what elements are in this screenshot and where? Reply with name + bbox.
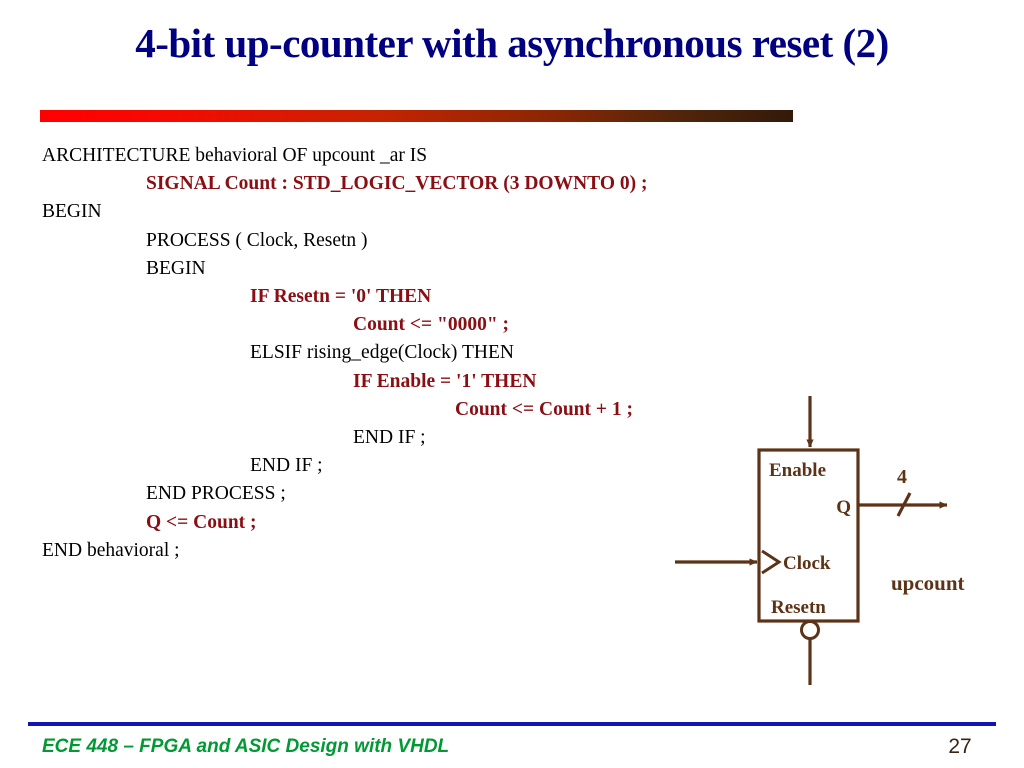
code-line: ELSIF rising_edge(Clock) THEN: [250, 342, 514, 364]
page-number: 27: [948, 735, 972, 758]
code-line: Count <= "0000" ;: [353, 314, 510, 336]
port-label-clock: Clock: [783, 553, 831, 574]
entity-name-label: upcount: [891, 571, 965, 595]
code-line: ARCHITECTURE behavioral OF upcount _ar I…: [42, 145, 428, 166]
title-underline-rule: [40, 110, 793, 122]
code-line: IF Resetn = '0' THEN: [250, 286, 432, 308]
code-line: PROCESS ( Clock, Resetn ): [146, 229, 368, 251]
code-line: BEGIN: [146, 257, 206, 279]
code-line: Q <= Count ;: [146, 511, 257, 533]
code-line: END IF ;: [353, 427, 426, 449]
bus-slash-icon: [896, 492, 912, 517]
code-line: END behavioral ;: [42, 539, 180, 561]
code-line: END IF ;: [250, 455, 323, 477]
clock-triangle-icon: [761, 549, 782, 575]
code-line: IF Enable = '1' THEN: [353, 370, 537, 392]
page-title: 4-bit up-counter with asynchronous reset…: [135, 20, 889, 66]
port-label-enable: Enable: [769, 460, 826, 481]
code-line: BEGIN: [42, 201, 102, 223]
block-diagram-svg: Enable Q Clock Resetn 4 upcount: [675, 396, 965, 685]
code-line: Count <= Count + 1 ;: [455, 398, 633, 420]
upcount-block-diagram: Enable Q Clock Resetn 4 upcount: [655, 385, 1024, 695]
footer-course-label: ECE 448 – FPGA and ASIC Design with VHDL: [42, 736, 450, 757]
bus-width-label: 4: [897, 466, 907, 488]
resetn-inversion-bubble-icon: [800, 620, 820, 640]
port-label-q: Q: [836, 497, 851, 518]
footer-divider: [28, 722, 996, 726]
port-label-resetn: Resetn: [771, 597, 826, 618]
code-line: SIGNAL Count : STD_LOGIC_VECTOR (3 DOWNT…: [146, 173, 648, 195]
vhdl-code-block: ARCHITECTURE behavioral OF upcount _ar I…: [42, 142, 802, 565]
code-line: END PROCESS ;: [146, 483, 286, 505]
